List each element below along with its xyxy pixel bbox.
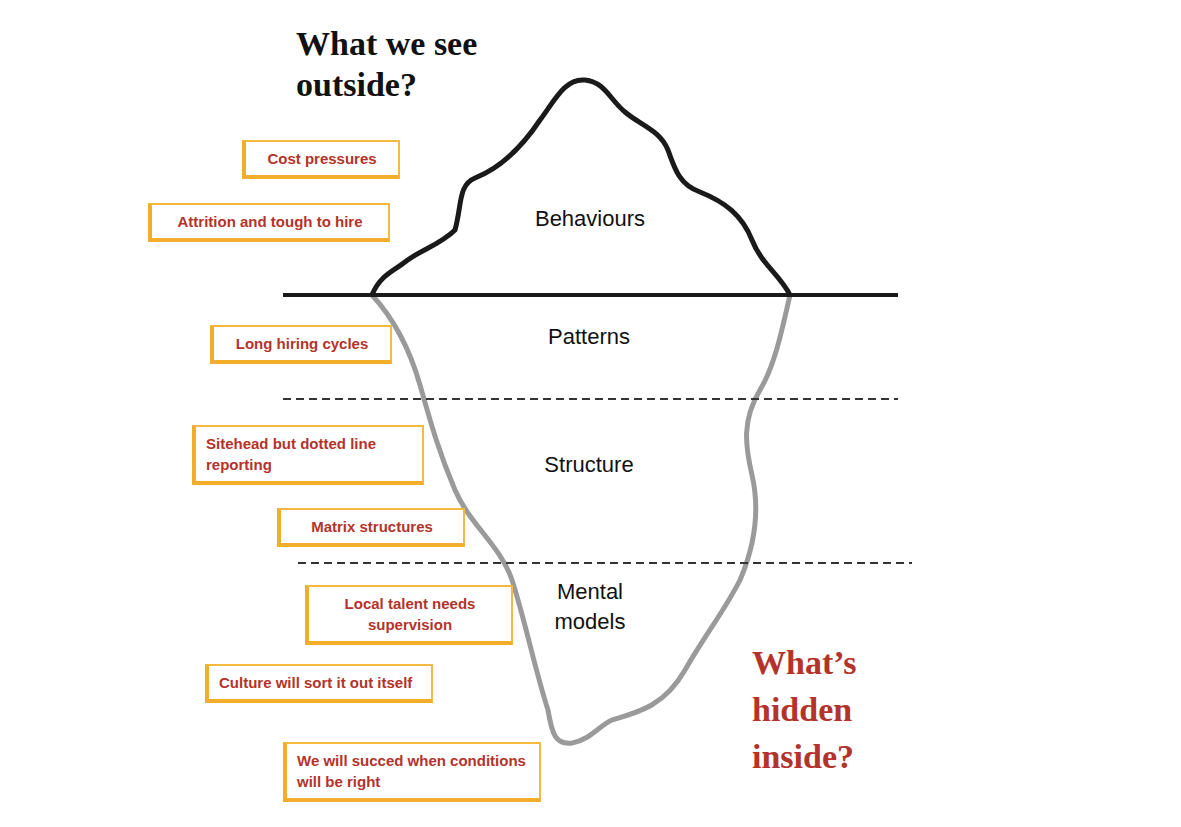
callout-box: Attrition and tough to hire — [148, 203, 390, 242]
callout-box: Cost pressures — [242, 140, 400, 179]
callout-box: Culture will sort it out itself — [205, 664, 433, 703]
callout-box: Sitehead but dotted line reporting — [192, 425, 424, 485]
iceberg-tip — [372, 80, 790, 295]
callout-box: Long hiring cycles — [210, 325, 392, 364]
callout-text: Culture will sort it out itself — [219, 672, 421, 693]
level-label: Mental models — [535, 577, 645, 636]
level-label: Structure — [499, 450, 679, 480]
callout-text: Long hiring cycles — [224, 333, 380, 354]
callout-text: Sitehead but dotted line reporting — [206, 433, 412, 475]
callout-text: Attrition and tough to hire — [162, 211, 378, 232]
level-label: Patterns — [499, 322, 679, 352]
callout-text: Cost pressures — [256, 148, 388, 169]
callout-box: Matrix structures — [277, 508, 465, 547]
callout-text: We will succed when conditions will be r… — [297, 750, 529, 792]
level-label: Behaviours — [500, 204, 680, 234]
hidden-heading: What’s hidden inside? — [752, 640, 902, 781]
level-divider — [298, 562, 912, 564]
water-line — [283, 293, 898, 297]
level-divider — [283, 398, 898, 400]
callout-box: We will succed when conditions will be r… — [283, 742, 541, 802]
callout-text: Matrix structures — [291, 516, 453, 537]
callout-box: Local talent needs supervision — [305, 585, 513, 645]
callout-text: Local talent needs supervision — [319, 593, 501, 635]
heading: What we see outside? — [296, 24, 526, 106]
